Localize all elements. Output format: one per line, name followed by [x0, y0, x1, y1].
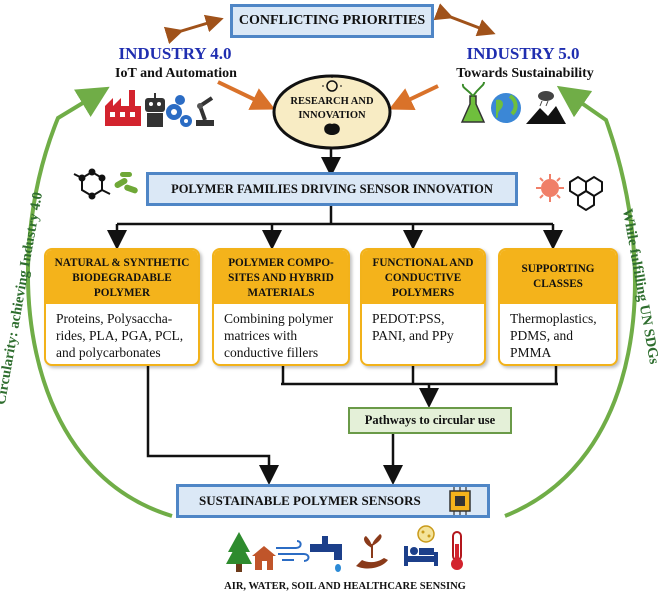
- chip-icon: [449, 487, 471, 515]
- card-composites-head: POLYMER COMPO- SITES AND HYBRID MATERIAL…: [214, 250, 348, 304]
- card-conductive-body: PEDOT:PSS, PANI, and PPy: [372, 311, 454, 343]
- card-biodegradable: NATURAL & SYNTHETIC BIODEGRADABLE POLYME…: [44, 248, 200, 366]
- sustainable-sensors-box: SUSTAINABLE POLYMER SENSORS: [176, 484, 490, 518]
- card-supporting-head: SUPPORTING CLASSES: [500, 250, 616, 304]
- virus-icon: [536, 174, 564, 202]
- pollen-icon: [417, 525, 435, 543]
- footer-label: AIR, WATER, SOIL AND HEALTHCARE SENSING: [224, 581, 466, 592]
- pathways-label: Pathways to circular use: [364, 413, 496, 427]
- molecule-icon: [73, 168, 111, 200]
- factory-icon: [105, 90, 141, 126]
- card-composites-body: Combining polymer matrices with conducti…: [224, 311, 334, 360]
- landscape-icon: [526, 91, 566, 124]
- industry4-title: INDUSTRY 4.0: [118, 44, 232, 63]
- gears-icon: [166, 95, 192, 127]
- hand-plant-icon: [356, 534, 388, 569]
- right-brown-arrow: [433, 3, 496, 37]
- card-supporting-body: Thermoplastics, PDMS, and PMMA: [510, 311, 597, 360]
- industry5-subtitle: Towards Sustainability: [456, 66, 594, 81]
- card-conductive-head: FUNCTIONAL AND CONDUCTIVE POLYMERS: [362, 250, 484, 304]
- tree-icon: [226, 532, 252, 572]
- robot-icon: [145, 93, 165, 127]
- card-biodegradable-head: NATURAL & SYNTHETIC BIODEGRADABLE POLYME…: [46, 250, 198, 304]
- card-supporting: SUPPORTING CLASSES Thermoplastics, PDMS,…: [498, 248, 618, 366]
- left-orange-arrow: [217, 80, 276, 110]
- hospital-bed-icon: [404, 546, 438, 566]
- research-line2: INNOVATION: [298, 110, 366, 121]
- bacteria-icon: [114, 172, 138, 194]
- robot-arm-icon: [196, 96, 214, 126]
- faucet-icon: [310, 536, 342, 572]
- thermometer-icon: [451, 531, 463, 570]
- polymer-families-title: POLYMER FAMILIES DRIVING SENSOR INNOVATI…: [171, 181, 493, 196]
- sustainable-sensors-title: SUSTAINABLE POLYMER SENSORS: [199, 493, 421, 508]
- card-composites: POLYMER COMPO- SITES AND HYBRID MATERIAL…: [212, 248, 350, 366]
- polymer-families-box: POLYMER FAMILIES DRIVING SENSOR INNOVATI…: [146, 172, 518, 206]
- right-green-arc: [504, 85, 637, 518]
- left-green-arc: [26, 86, 173, 518]
- plant-flask-icon: [460, 81, 486, 123]
- card-biodegradable-body: Proteins, Polysaccha- rides, PLA, PGA, P…: [56, 311, 184, 360]
- industry4-subtitle: IoT and Automation: [115, 66, 237, 81]
- left-brown-arrow: [163, 14, 224, 45]
- conflicting-priorities-title: CONFLICTING PRIORITIES: [238, 13, 426, 28]
- pathways-box: Pathways to circular use: [348, 407, 512, 434]
- right-orange-arrow: [388, 84, 439, 110]
- research-line1: RESEARCH AND: [290, 96, 374, 107]
- card-conductive: FUNCTIONAL AND CONDUCTIVE POLYMERS PEDOT…: [360, 248, 486, 366]
- hexagon-molecule-icon: [569, 175, 603, 212]
- globe-icon: [491, 93, 521, 123]
- brain-icon: [324, 123, 340, 135]
- research-label: RESEARCH AND INNOVATION: [282, 95, 382, 123]
- conflicting-priorities-box: CONFLICTING PRIORITIES: [230, 4, 434, 38]
- wind-icon: [276, 540, 310, 562]
- industry5-title: INDUSTRY 5.0: [466, 44, 580, 63]
- house-icon: [252, 546, 276, 570]
- lightbulb-icon: [322, 76, 342, 92]
